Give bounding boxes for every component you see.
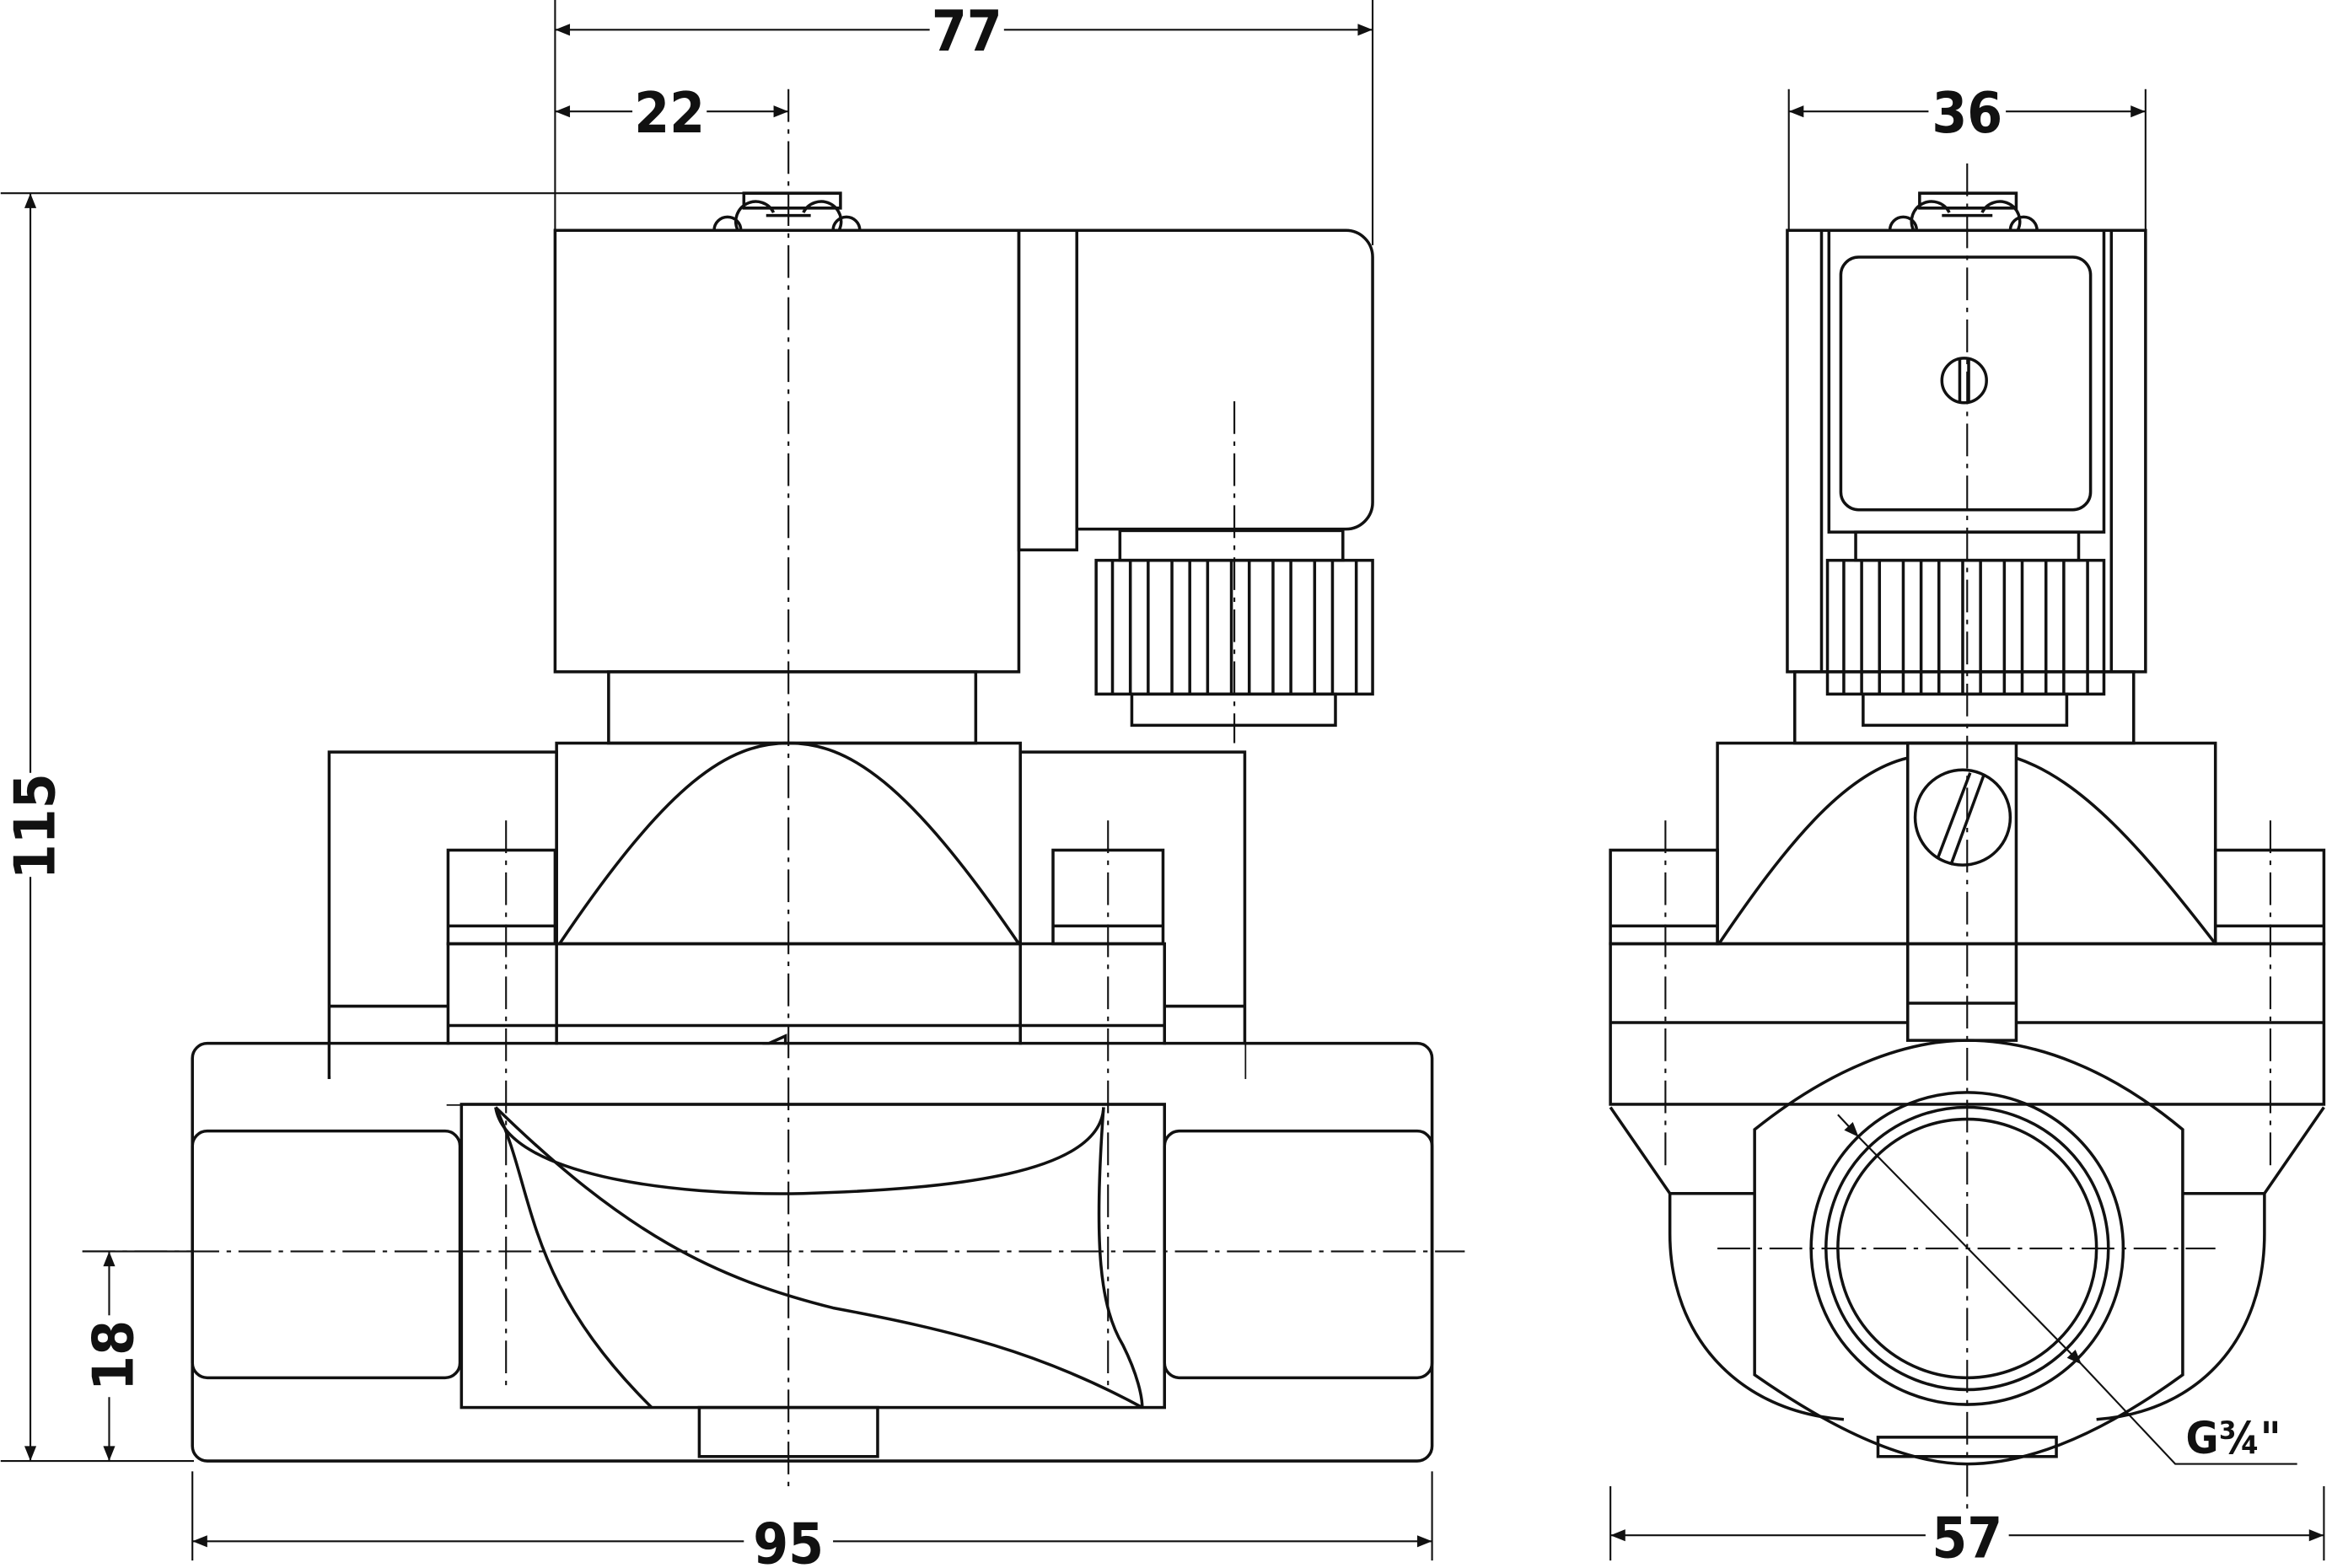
side-view: 36 57 G¾" <box>1609 80 2326 1568</box>
dim-36: 36 <box>1932 80 2002 146</box>
front-view: 77 22 115 18 95 <box>0 0 1465 1568</box>
dim-115: 115 <box>2 773 67 879</box>
thread-label: G¾" <box>2185 1413 2281 1464</box>
dim-57: 57 <box>1932 1506 2002 1568</box>
dim-18: 18 <box>81 1320 147 1391</box>
dim-77: 77 <box>932 0 1002 64</box>
dim-95: 95 <box>753 1512 824 1568</box>
dim-22: 22 <box>634 80 705 146</box>
